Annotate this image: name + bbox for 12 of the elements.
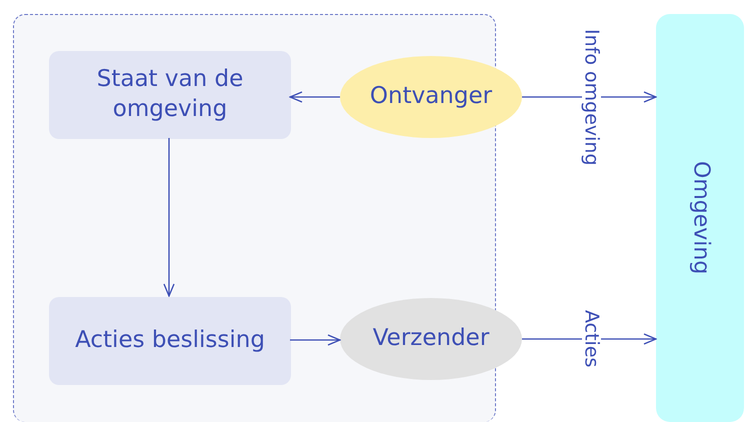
node-label: Ontvanger — [368, 82, 494, 112]
dashed-group-box — [13, 14, 496, 422]
environment-box — [656, 14, 744, 422]
arrow — [163, 138, 175, 297]
process-box — [49, 297, 291, 385]
arrow — [290, 334, 341, 346]
node-label: Acties beslissing — [74, 326, 266, 356]
arrow — [289, 91, 340, 103]
node-label: Verzender — [372, 324, 490, 354]
node-label: Omgeving — [687, 161, 714, 275]
process-box — [49, 51, 291, 139]
node-label: Staat van de omgeving — [96, 65, 244, 124]
